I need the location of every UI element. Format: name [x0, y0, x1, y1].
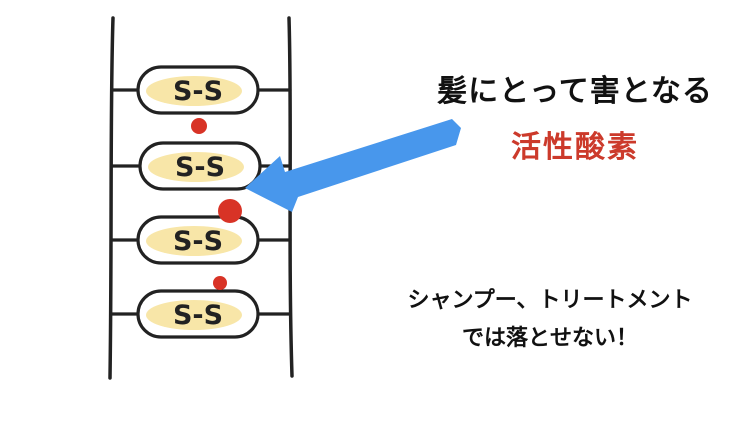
note-text: シャンプー、トリートメント では落とせない！ — [360, 282, 740, 358]
radical-dot — [213, 276, 227, 290]
bond-label: S-S — [173, 226, 223, 257]
bond-highlight — [146, 76, 242, 106]
bond-highlight — [146, 226, 242, 256]
note-line-2: では落とせない！ — [461, 326, 638, 351]
bond-label: S-S — [173, 300, 223, 331]
headline-text: 髪にとって害となる — [437, 74, 713, 109]
note-line-1: シャンプー、トリートメント — [407, 288, 693, 313]
radical-dot-large — [218, 199, 242, 223]
arrow-icon — [245, 119, 461, 212]
radical-dot — [191, 118, 207, 134]
bond-label: S-S — [175, 152, 225, 183]
bond-highlight — [146, 300, 242, 330]
bond-highlight — [148, 152, 244, 182]
highlight-text: 活性酸素 — [511, 130, 639, 165]
ladder-rungs: S-S S-S S-S S-S — [110, 65, 292, 339]
ladder-left-rail — [108, 16, 115, 380]
bond-label: S-S — [173, 76, 223, 107]
